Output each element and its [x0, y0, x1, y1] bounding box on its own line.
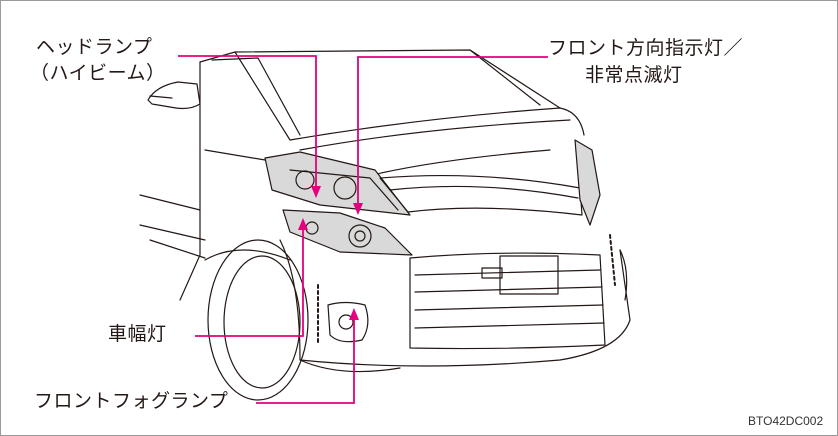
- leader-fog-lamp: [256, 318, 355, 404]
- body-side: [179, 61, 201, 301]
- front-bumper: [279, 239, 631, 367]
- headlamp-housing: [264, 151, 411, 216]
- windshield-edge: [211, 57, 301, 136]
- headlamp-callout-label-line2: （ハイビーム）: [30, 62, 166, 84]
- fog-lamp-bezel: [327, 301, 369, 343]
- leader-turn-signal: [357, 56, 548, 205]
- lower-grille: [409, 252, 606, 350]
- front-wheel: [207, 239, 309, 401]
- roof-line: [234, 49, 561, 109]
- license-plate: [499, 255, 559, 295]
- hazard-callout-label: 非常点滅灯: [585, 64, 683, 86]
- a-pillar-outline: [199, 51, 291, 141]
- right-headlamp: [574, 139, 601, 226]
- upper-grille: [379, 174, 583, 216]
- fog-lamp-callout-label: フロントフォグランプ: [34, 390, 229, 412]
- headlamp-callout-label: ヘッドランプ: [36, 36, 153, 58]
- lower-lamp-housing: [282, 209, 413, 256]
- side-marker-callout-label: 車幅灯: [108, 323, 167, 345]
- side-mirror: [147, 81, 201, 110]
- leader-headlamp: [178, 55, 317, 188]
- hood-outline: [289, 107, 585, 141]
- leader-side-marker: [195, 228, 304, 337]
- figure-code: BTO42DC002: [748, 414, 824, 428]
- turn-signal-callout-label: フロント方向指示灯／: [548, 37, 744, 59]
